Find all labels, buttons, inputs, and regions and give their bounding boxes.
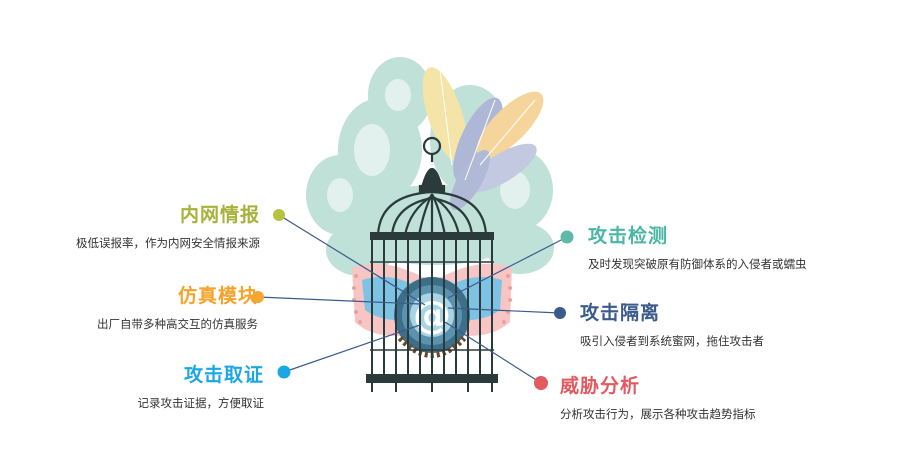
- dot-threat: [534, 376, 548, 390]
- feature-title: 内网情报: [179, 204, 260, 226]
- dot-forensics: [277, 365, 291, 379]
- flourish-highlights: [327, 79, 530, 212]
- feature-title: 仿真模块: [177, 285, 258, 307]
- endpoint-dots: [252, 209, 574, 390]
- dot-isolation: [554, 307, 566, 319]
- connector-threat: [444, 321, 542, 384]
- feature-description: 及时发现突破原有防御体系的入侵者或蠕虫: [588, 257, 807, 271]
- feathers-decoration: [422, 67, 544, 211]
- feature-description: 极低误报率，作为内网安全情报来源: [76, 236, 260, 250]
- dot-intranet: [273, 209, 285, 221]
- feature-title: 威胁分析: [560, 375, 641, 397]
- feature-threat-analysis: 威胁分析 分析攻击行为，展示各种攻击趋势指标: [560, 375, 756, 421]
- dot-simulation: [252, 291, 264, 303]
- feature-attack-isolation: 攻击隔离 吸引入侵者到系统蜜网，拖住攻击者: [580, 302, 764, 348]
- feature-intranet-intel: 内网情报 极低误报率，作为内网安全情报来源: [76, 204, 260, 250]
- feature-description: 分析攻击行为，展示各种攻击趋势指标: [560, 407, 756, 421]
- connector-detection: [447, 236, 568, 299]
- feature-title: 攻击隔离: [580, 302, 661, 324]
- birdcage-icon: [366, 136, 498, 392]
- feature-simulation-module: 仿真模块 出厂自带多种高交互的仿真服务: [97, 285, 258, 331]
- feature-title: 攻击检测: [588, 225, 669, 247]
- dot-detection: [560, 230, 574, 244]
- feature-description: 吸引入侵者到系统蜜网，拖住攻击者: [580, 334, 764, 348]
- connector-isolation: [447, 307, 561, 314]
- feature-attack-forensics: 攻击取证 记录攻击证据，方便取证: [138, 364, 265, 410]
- feature-description: 出厂自带多种高交互的仿真服务: [97, 317, 258, 331]
- feature-attack-detection: 攻击检测 及时发现突破原有防御体系的入侵者或蠕虫: [588, 225, 807, 271]
- connector-simulation: [257, 296, 421, 305]
- connector-intranet: [278, 214, 426, 306]
- feature-title: 攻击取证: [183, 364, 264, 386]
- feature-description: 记录攻击证据，方便取证: [137, 396, 265, 410]
- connector-lines: [257, 214, 568, 384]
- connector-forensics: [283, 324, 421, 373]
